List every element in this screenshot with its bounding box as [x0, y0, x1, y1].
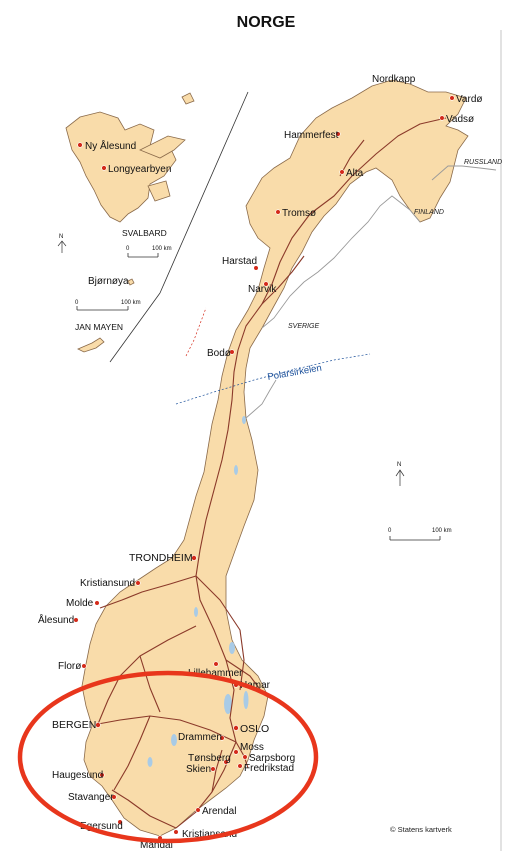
north-arrow-inset: N — [57, 234, 67, 253]
city-haugesund: Haugesund — [52, 770, 105, 781]
sea-boundary-line — [185, 307, 207, 357]
city-kristiansand: Kristiansand — [173, 829, 237, 840]
svg-text:Egersund: Egersund — [80, 821, 123, 832]
city-tromso: Tromsø — [275, 208, 316, 219]
svg-text:Kristiansand: Kristiansand — [182, 829, 237, 840]
city-drammen: Drammen — [178, 732, 225, 743]
city-bodo: Bodø — [207, 348, 235, 359]
north-arrow: N — [395, 462, 405, 486]
jan-mayen-scale: 0 100 km — [75, 300, 141, 311]
jan-mayen-label: JAN MAYEN — [75, 322, 123, 332]
city-narvik: Narvik — [248, 281, 277, 295]
city-alta: Alta — [339, 168, 364, 179]
city-fredrikstad: Fredrikstad — [237, 763, 294, 774]
svg-text:Tromsø: Tromsø — [282, 208, 316, 219]
city-dot-ny-alesund — [77, 142, 83, 148]
jan-mayen-island — [77, 337, 105, 353]
svg-text:Vadsø: Vadsø — [446, 114, 474, 125]
country-label-finland: FINLAND — [414, 209, 444, 216]
svg-text:Skien: Skien — [186, 764, 211, 775]
city-egersund: Egersund — [80, 819, 123, 832]
svg-text:Drammen: Drammen — [178, 732, 222, 743]
city-bergen: BERGEN — [52, 719, 101, 731]
svg-text:Hammerfest: Hammerfest — [284, 130, 339, 141]
city-dot-longyearbyen — [101, 165, 107, 171]
bjornoya-island — [127, 278, 135, 286]
svg-text:Vardø: Vardø — [456, 94, 483, 105]
inset-divider — [159, 91, 249, 294]
city-tonsberg: Tønsberg — [188, 753, 231, 765]
country-label-sweden: SVERIGE — [288, 323, 319, 330]
svg-text:OSLO: OSLO — [240, 723, 269, 735]
scale-bar: 0 100 km — [388, 528, 452, 541]
city-lillehammer: Lillehammer — [188, 661, 243, 679]
city-trondheim: TRONDHEIM — [129, 552, 197, 564]
inset-divider-2 — [109, 292, 161, 363]
city-arendal: Arendal — [195, 806, 236, 817]
city-harstad: Harstad — [222, 256, 259, 271]
svg-text:Lillehammer: Lillehammer — [188, 668, 243, 679]
svg-text:Haugesund: Haugesund — [52, 770, 103, 781]
city-sarpsborg: Sarpsborg — [242, 753, 295, 764]
city-vadso: Vadsø — [439, 114, 474, 125]
city-nordkapp: Nordkapp — [372, 74, 416, 85]
svg-text:0: 0 — [388, 528, 392, 534]
city-alesund: Ålesund — [38, 613, 79, 626]
polar-circle-label: Polarsirkelen — [267, 363, 323, 383]
polar-circle-line — [175, 353, 371, 405]
svg-text:0: 0 — [75, 300, 79, 306]
svg-text:100 km: 100 km — [121, 300, 141, 306]
svg-text:Tønsberg: Tønsberg — [188, 753, 231, 764]
bjornoya-label: Bjørnøya — [88, 276, 129, 287]
svg-text:Nordkapp: Nordkapp — [372, 74, 416, 85]
country-label-russia: RUSSLAND — [464, 159, 502, 166]
svg-text:Stavanger: Stavanger — [68, 792, 114, 803]
svg-text:Sarpsborg: Sarpsborg — [249, 753, 295, 764]
city-moss: Moss — [233, 742, 264, 755]
city-vardo: Vardø — [449, 94, 483, 105]
svg-text:0: 0 — [126, 246, 130, 252]
svg-text:Ålesund: Ålesund — [38, 613, 74, 626]
svg-text:Harstad: Harstad — [222, 256, 257, 267]
svg-text:Kristiansund: Kristiansund — [80, 578, 135, 589]
svg-text:Alta: Alta — [346, 168, 364, 179]
svg-text:N: N — [59, 234, 63, 240]
svg-text:Narvik: Narvik — [248, 284, 277, 295]
city-kristiansund: Kristiansund — [80, 578, 141, 589]
map-credit: © Statens kartverk — [390, 825, 452, 834]
highlight-circle — [17, 670, 319, 844]
svg-text:Hamar: Hamar — [240, 680, 271, 691]
svg-text:Molde: Molde — [66, 598, 94, 609]
svg-text:N: N — [397, 462, 401, 468]
svg-text:Mandal: Mandal — [140, 840, 173, 851]
map-title: NORGE — [237, 14, 296, 31]
svg-text:Bodø: Bodø — [207, 348, 231, 359]
svg-text:Florø: Florø — [58, 661, 81, 672]
city-floro: Florø — [58, 661, 87, 672]
svg-text:100 km: 100 km — [432, 528, 452, 534]
city-oslo: OSLO — [233, 723, 269, 735]
city-hammerfest: Hammerfest — [284, 130, 341, 141]
city-molde: Molde — [66, 598, 100, 609]
city-label-ny-alesund: Ny Ålesund — [85, 139, 136, 152]
svalbard-inset — [65, 92, 195, 223]
svg-text:Fredrikstad: Fredrikstad — [244, 763, 294, 774]
svg-text:TRONDHEIM: TRONDHEIM — [129, 552, 193, 564]
city-label-longyearbyen: Longyearbyen — [108, 164, 171, 175]
city-skien: Skien — [186, 764, 216, 775]
svg-text:Moss: Moss — [240, 742, 264, 753]
svg-text:Arendal: Arendal — [202, 806, 236, 817]
svalbard-label: SVALBARD — [122, 228, 167, 238]
svg-text:BERGEN: BERGEN — [52, 719, 96, 731]
city-stavanger: Stavanger — [68, 792, 117, 803]
svg-text:100 km: 100 km — [152, 246, 172, 252]
svalbard-scale: 0 100 km — [126, 246, 172, 258]
